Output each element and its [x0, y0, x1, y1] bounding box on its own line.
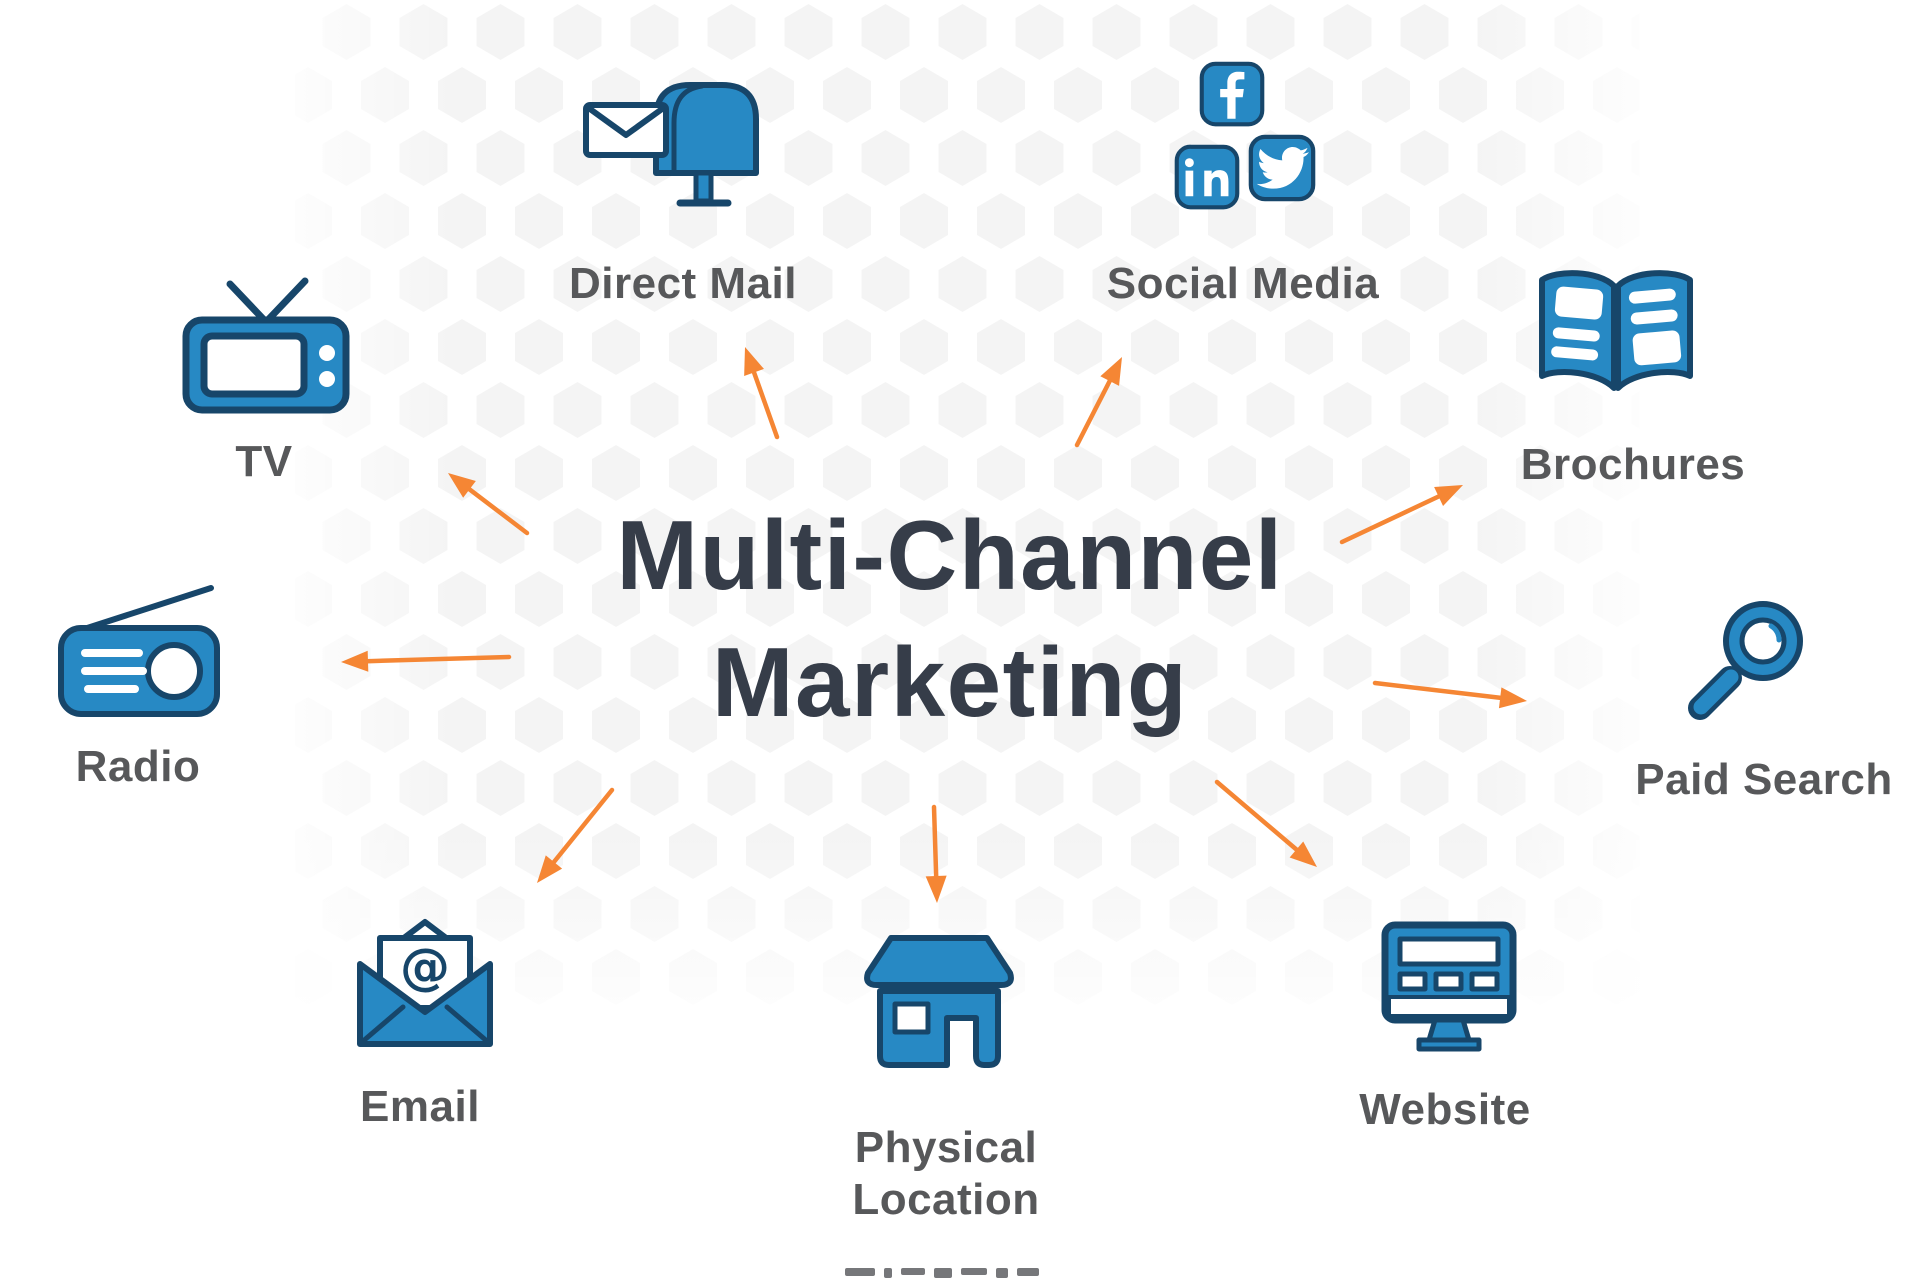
arrow-to-social-media: [1074, 357, 1122, 448]
monitor-icon: [1381, 921, 1517, 1052]
channel-label-website: Website: [1359, 1085, 1531, 1134]
svg-text:@: @: [400, 938, 450, 996]
page-title: Multi-Channel Marketing: [450, 492, 1450, 747]
channel-label-direct-mail: Direct Mail: [568, 259, 797, 308]
channel-label-brochures: Brochures: [1520, 440, 1746, 489]
magnifier-icon: [1688, 601, 1803, 720]
channel-label-email: Email: [360, 1082, 480, 1131]
linkedin-icon: [1174, 144, 1240, 210]
twitter-icon: [1248, 134, 1316, 202]
channel-label-radio: Radio: [75, 742, 201, 791]
title-line-2: Marketing: [711, 627, 1189, 738]
arrow-to-physical-location: [925, 804, 947, 903]
channel-label-tv: TV: [235, 437, 293, 486]
tv-icon: [182, 277, 350, 414]
channel-label-physical-location: Physical Location: [852, 1123, 1040, 1224]
channel-label-social-media: Social Media: [1106, 259, 1380, 308]
arrow-to-direct-mail: [744, 347, 780, 440]
arrow-to-email: [537, 787, 615, 883]
open-book-icon: [1539, 270, 1693, 391]
cropped-text-fragment: [845, 1268, 1085, 1279]
storefront-icon: [864, 935, 1014, 1068]
channel-label-paid-search: Paid Search: [1635, 755, 1893, 804]
title-line-1: Multi-Channel: [616, 500, 1284, 610]
mailbox-icon: [583, 82, 759, 207]
arrow-to-website: [1214, 779, 1317, 867]
envelope-at-icon: @: [357, 919, 493, 1047]
facebook-icon: [1199, 61, 1265, 127]
radio-icon: [58, 585, 220, 717]
